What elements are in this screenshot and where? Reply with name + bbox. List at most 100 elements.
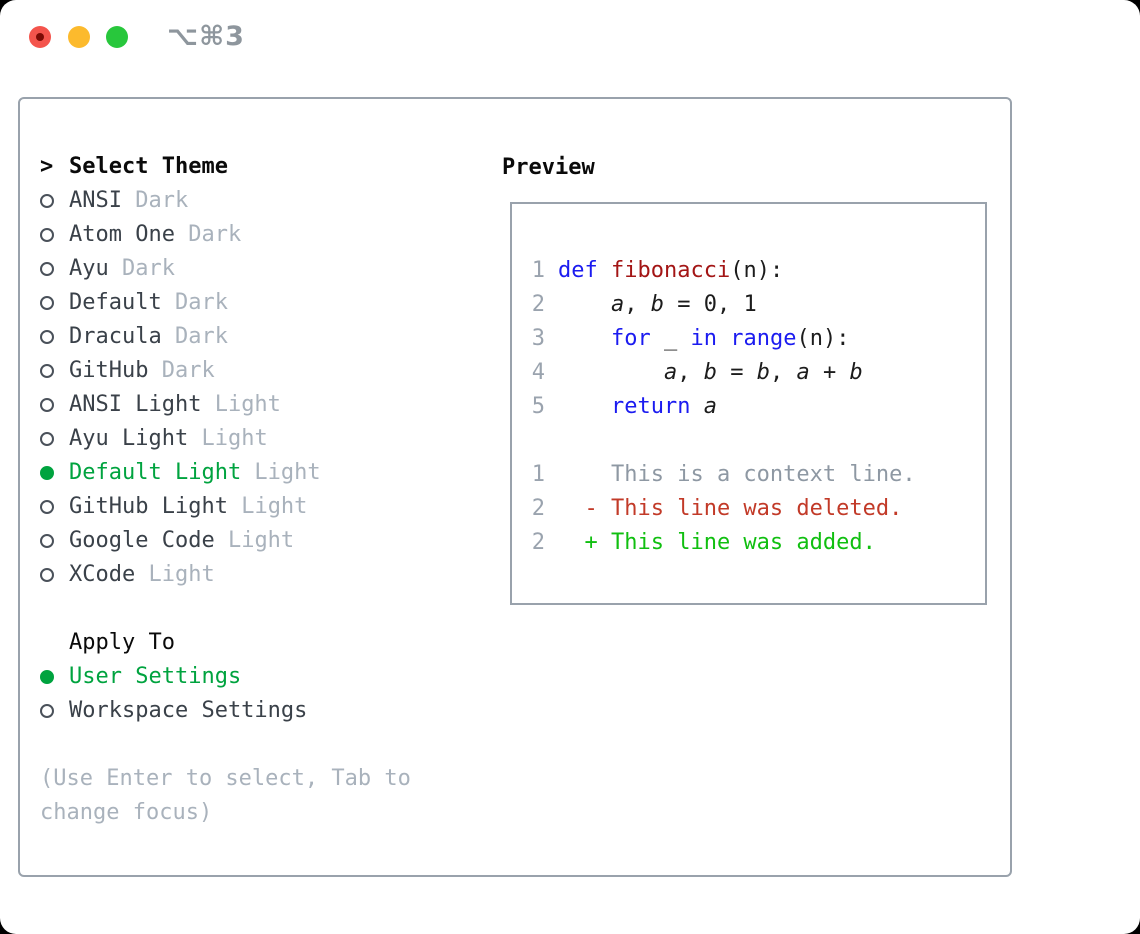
- line-number: 1: [531, 258, 545, 283]
- radio-column: [40, 262, 69, 276]
- line-number: 1: [531, 462, 545, 487]
- code-token: [690, 390, 703, 424]
- theme-option-dracula[interactable]: Dracula Dark: [40, 320, 460, 354]
- theme-variant: Light: [214, 528, 295, 553]
- code-token: a: [610, 292, 625, 317]
- theme-name: Atom One: [69, 222, 175, 247]
- diff-line-del: 2 - This line was deleted.: [531, 492, 985, 526]
- theme-name: Ayu: [69, 256, 109, 281]
- theme-option-google-code[interactable]: Google Code Light: [40, 524, 460, 558]
- code-token: ,: [769, 360, 797, 385]
- code-token: a: [796, 360, 810, 385]
- theme-variant: Dark: [174, 222, 242, 247]
- line-number: 2: [531, 292, 545, 317]
- apply-option-user-settings[interactable]: User Settings: [40, 660, 460, 694]
- apply-option-label: User Settings: [69, 664, 242, 689]
- code-token: b: [650, 292, 664, 317]
- code-token: [598, 254, 611, 288]
- radio-column: [40, 500, 69, 514]
- radio-selected-icon: [40, 670, 54, 684]
- radio-column: [40, 432, 69, 446]
- radio-column: [40, 296, 69, 310]
- apply-to-header: Apply To: [40, 626, 460, 660]
- theme-option-github-light[interactable]: GitHub Light Light: [40, 490, 460, 524]
- select-theme-header: > Select Theme: [40, 150, 460, 184]
- code-token: ,: [677, 360, 704, 385]
- radio-icon: [40, 296, 54, 310]
- line-number: 3: [531, 326, 545, 351]
- code-token: range: [730, 326, 797, 351]
- code-token: _: [650, 326, 691, 351]
- code-token: (n):: [796, 326, 850, 351]
- theme-name: XCode: [69, 562, 136, 587]
- radio-column: [40, 704, 69, 718]
- theme-variant: Dark: [161, 290, 228, 315]
- radio-icon: [40, 500, 54, 514]
- code-token: b: [703, 360, 717, 385]
- code-token: [717, 322, 730, 356]
- radio-column: [40, 466, 69, 480]
- radio-icon: [40, 194, 54, 208]
- code-token: ,: [624, 292, 651, 317]
- theme-variant: Light: [241, 460, 321, 485]
- theme-name: Dracula: [69, 324, 162, 349]
- apply-option-workspace-settings[interactable]: Workspace Settings: [40, 694, 460, 728]
- radio-icon: [40, 398, 54, 412]
- theme-option-ayu-light[interactable]: Ayu Light Light: [40, 422, 460, 456]
- code-line: 5 return a: [531, 390, 985, 424]
- radio-column: [40, 194, 69, 208]
- theme-variant: Light: [188, 426, 268, 451]
- theme-option-github[interactable]: GitHub Dark: [40, 354, 460, 388]
- theme-variant: Dark: [148, 358, 215, 383]
- radio-icon: [40, 262, 54, 276]
- theme-option-ansi[interactable]: ANSI Dark: [40, 184, 460, 218]
- radio-icon: [40, 704, 54, 718]
- minimize-button[interactable]: [68, 26, 90, 48]
- cursor-caret-icon: >: [40, 154, 54, 179]
- theme-name: GitHub Light: [69, 494, 228, 519]
- code-line: 4 a, b = b, a + b: [531, 356, 985, 390]
- theme-option-xcode[interactable]: XCode Light: [40, 558, 460, 592]
- code-token: = 0, 1: [663, 292, 757, 317]
- diff-text: This is a context line.: [558, 462, 916, 487]
- diff-text: - This line was deleted.: [558, 496, 903, 521]
- theme-variant: Light: [227, 494, 308, 519]
- close-button[interactable]: [29, 26, 51, 48]
- theme-option-default-light[interactable]: Default Light Light: [40, 456, 460, 490]
- theme-variant: Light: [135, 562, 215, 587]
- code-token: =: [716, 360, 757, 385]
- code-token: [558, 356, 664, 390]
- radio-column: [40, 398, 69, 412]
- theme-variant: Dark: [108, 256, 175, 281]
- theme-option-ansi-light[interactable]: ANSI Light Light: [40, 388, 460, 422]
- theme-option-atom-one[interactable]: Atom One Dark: [40, 218, 460, 252]
- line-number: 5: [531, 394, 545, 419]
- radio-icon: [40, 228, 54, 242]
- radio-icon: [40, 330, 54, 344]
- keyboard-hint: (Use Enter to select, Tab to change focu…: [40, 766, 411, 825]
- code-token: a: [703, 394, 717, 419]
- spacer: [40, 728, 460, 762]
- blank-line: [531, 424, 985, 458]
- apply-to-label: Apply To: [69, 630, 175, 655]
- line-number: 4: [531, 360, 545, 385]
- code-token: (n):: [730, 258, 784, 283]
- code-token: +: [809, 360, 850, 385]
- radio-icon: [40, 568, 54, 582]
- radio-column: [40, 534, 69, 548]
- radio-column: [40, 330, 69, 344]
- theme-option-default[interactable]: Default Dark: [40, 286, 460, 320]
- theme-name: ANSI: [69, 188, 122, 213]
- theme-variant: Dark: [161, 324, 228, 349]
- line-number: 2: [531, 496, 545, 521]
- theme-name: GitHub: [69, 358, 149, 383]
- zoom-button[interactable]: [106, 26, 128, 48]
- theme-name: Ayu Light: [69, 426, 189, 451]
- apply-option-label: Workspace Settings: [69, 698, 308, 723]
- spacer: [40, 592, 460, 626]
- code-token: [558, 288, 611, 322]
- theme-option-ayu[interactable]: Ayu Dark: [40, 252, 460, 286]
